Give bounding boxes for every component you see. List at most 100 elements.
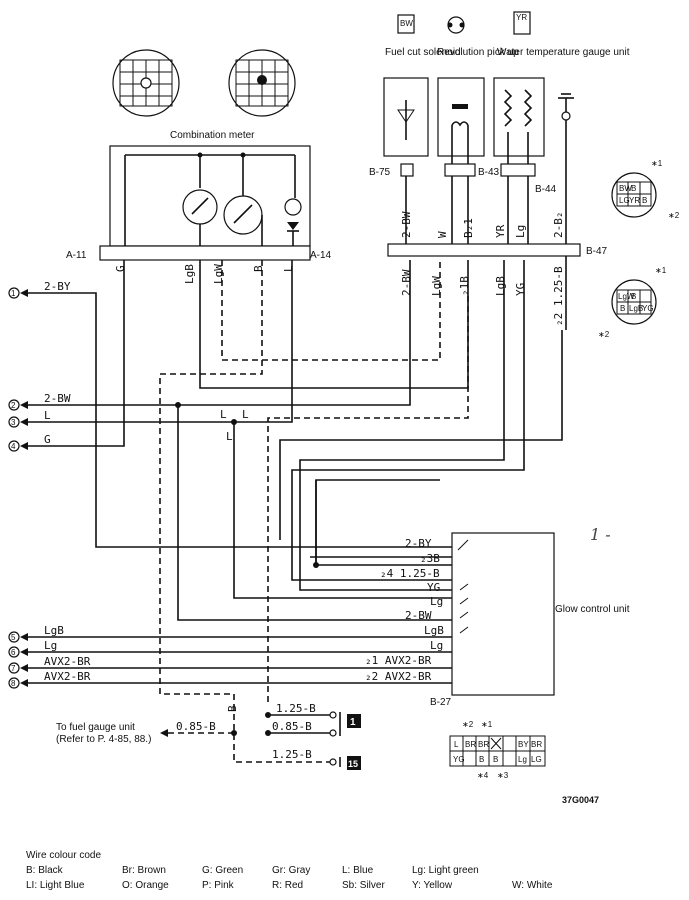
revolution-pickup	[437, 77, 485, 157]
glow-control-unit-label: Glow control unit	[555, 604, 630, 615]
svg-text:B: B	[493, 755, 498, 764]
svg-text:∗3: ∗3	[497, 771, 509, 780]
svg-text:∗1: ∗1	[655, 266, 667, 275]
b47-top-pin: W	[436, 231, 449, 238]
svg-text:∗2: ∗2	[462, 720, 474, 729]
colour-code-entry: G: Green	[202, 865, 243, 876]
ground-badge-15-text: 15	[348, 759, 358, 769]
connector-b44-label: B-44	[535, 184, 557, 195]
ground-wire-label: 0.85-B	[176, 720, 216, 733]
fuel-cut-solenoid-label: Fuel cut solenoid	[385, 47, 461, 58]
wire-label: L	[44, 409, 51, 422]
figure-code: 37G0047	[562, 795, 599, 805]
fuel-cut-pin-label: BW	[400, 19, 413, 28]
svg-text:B: B	[631, 292, 636, 301]
svg-text:BW: BW	[619, 184, 632, 193]
pin-g: G	[114, 265, 127, 272]
ground-wire-label: 0.85-B	[272, 720, 312, 733]
terminal-number: 4	[11, 442, 16, 451]
ground-wire-label: 1.25-B	[272, 748, 312, 761]
svg-text:∗1: ∗1	[651, 159, 663, 168]
svg-text:∗4: ∗4	[477, 771, 489, 780]
colour-code-entry: Y: Yellow	[412, 880, 453, 891]
colour-code-entry: Br: Brown	[122, 865, 166, 876]
b47-top-pin: YR	[494, 224, 507, 238]
connector-a11-label: A-11	[66, 250, 87, 261]
svg-text:B: B	[479, 755, 484, 764]
ground-badge-1-text: 1	[350, 717, 356, 728]
fuel-gauge-note: To fuel gauge unit	[56, 722, 135, 733]
colour-code-entry: Gr: Gray	[272, 865, 310, 876]
svg-text:L: L	[454, 740, 459, 749]
b47-top-pin: B₂1	[462, 218, 475, 238]
svg-text:LgB: LgB	[424, 624, 444, 637]
terminal-number: 2	[11, 401, 16, 410]
svg-text:₂2 AVX2-BR: ₂2 AVX2-BR	[365, 670, 432, 683]
wire-label: AVX2-BR	[44, 670, 91, 683]
b47-bottom-pin: ₂2 1.25-B	[552, 266, 565, 326]
svg-text:2-BW: 2-BW	[405, 609, 432, 622]
mid-wire-label: L	[242, 408, 249, 421]
colour-code-entry: P: Pink	[202, 880, 235, 891]
svg-text:∗1: ∗1	[481, 720, 493, 729]
connector-a14-label: A-14	[310, 250, 332, 261]
colour-code-entry: W: White	[512, 880, 553, 891]
wire-label: 2-BW	[44, 392, 71, 405]
a11-a14-connector-strip	[99, 245, 311, 261]
colour-code-entry: B: Black	[26, 865, 64, 876]
svg-text:B: B	[631, 184, 636, 193]
svg-text:₂4 1.25-B: ₂4 1.25-B	[380, 567, 440, 580]
terminal-number: 6	[11, 648, 16, 657]
connector-b47	[387, 243, 581, 257]
wire-colour-heading: Wire colour code	[26, 850, 101, 861]
wire-label: G	[44, 433, 51, 446]
connector-b47-label: B-47	[586, 246, 608, 257]
svg-text:∗2: ∗2	[598, 330, 610, 339]
b47-connector-face-top: BW B LG YR B ∗1 ∗2	[611, 159, 680, 220]
pin-b: B	[252, 265, 265, 272]
indicator-lamp-icon	[284, 198, 302, 216]
b27-connector-face: L BR BR BY BR YG B B Lg LG ∗2 ∗1 ∗4 ∗3	[449, 720, 546, 780]
mid-wire-label: L	[220, 408, 227, 421]
fuel-gauge-note-ref: (Refer to P. 4-85, 88.)	[56, 734, 151, 745]
colour-code-entry: Lg: Light green	[412, 865, 479, 876]
b47-bottom-pin: YG	[514, 283, 527, 296]
terminal-number: 1	[11, 289, 16, 298]
b47-top-pin: 2-BW	[400, 211, 413, 238]
svg-text:₂1 AVX2-BR: ₂1 AVX2-BR	[365, 654, 432, 667]
ground-terminal-icon	[561, 111, 571, 121]
diode-icon	[287, 222, 299, 230]
b47-bottom-pin: 2-BW	[400, 269, 413, 296]
svg-text:YR: YR	[629, 196, 640, 205]
glow-control-unit	[451, 532, 555, 696]
wire-label: AVX2-BR	[44, 655, 91, 668]
ground-wire-label: 1.25-B	[276, 702, 316, 715]
svg-text:2-BY: 2-BY	[405, 537, 432, 550]
mid-wire-label: L	[226, 430, 233, 443]
svg-text:YG: YG	[642, 304, 654, 313]
left-terminals: 1 2 3 4 5 6 7 8	[8, 287, 20, 689]
colour-code-entry: L: Blue	[342, 865, 374, 876]
connector-b75-label: B-75	[369, 167, 391, 178]
water-temp-connector-icon	[513, 11, 531, 35]
connector-b75	[400, 163, 414, 177]
colour-code-entry: R: Red	[272, 880, 303, 891]
revolution-pickup-label: Revolution pick up	[437, 47, 519, 58]
svg-text:YG: YG	[453, 755, 465, 764]
terminal-number: 3	[11, 418, 16, 427]
meter-connector-right-drawing	[228, 49, 296, 117]
svg-text:LG: LG	[619, 196, 630, 205]
connector-b44	[500, 163, 536, 177]
connector-b43-label: B-43	[478, 167, 500, 178]
svg-text:BR: BR	[465, 740, 476, 749]
connector-b27-label: B-27	[430, 697, 452, 708]
wire-label: Lg	[44, 639, 57, 652]
water-temp-gauge-label: Water temperature gauge unit	[497, 47, 630, 58]
wire-label: LgB	[44, 624, 64, 637]
pin-lgw: LgW	[212, 264, 225, 284]
combination-meter	[109, 145, 311, 247]
svg-text:LG: LG	[531, 755, 542, 764]
svg-text:₂3B: ₂3B	[420, 552, 440, 565]
b47-bottom-pin: LgW	[430, 276, 443, 296]
